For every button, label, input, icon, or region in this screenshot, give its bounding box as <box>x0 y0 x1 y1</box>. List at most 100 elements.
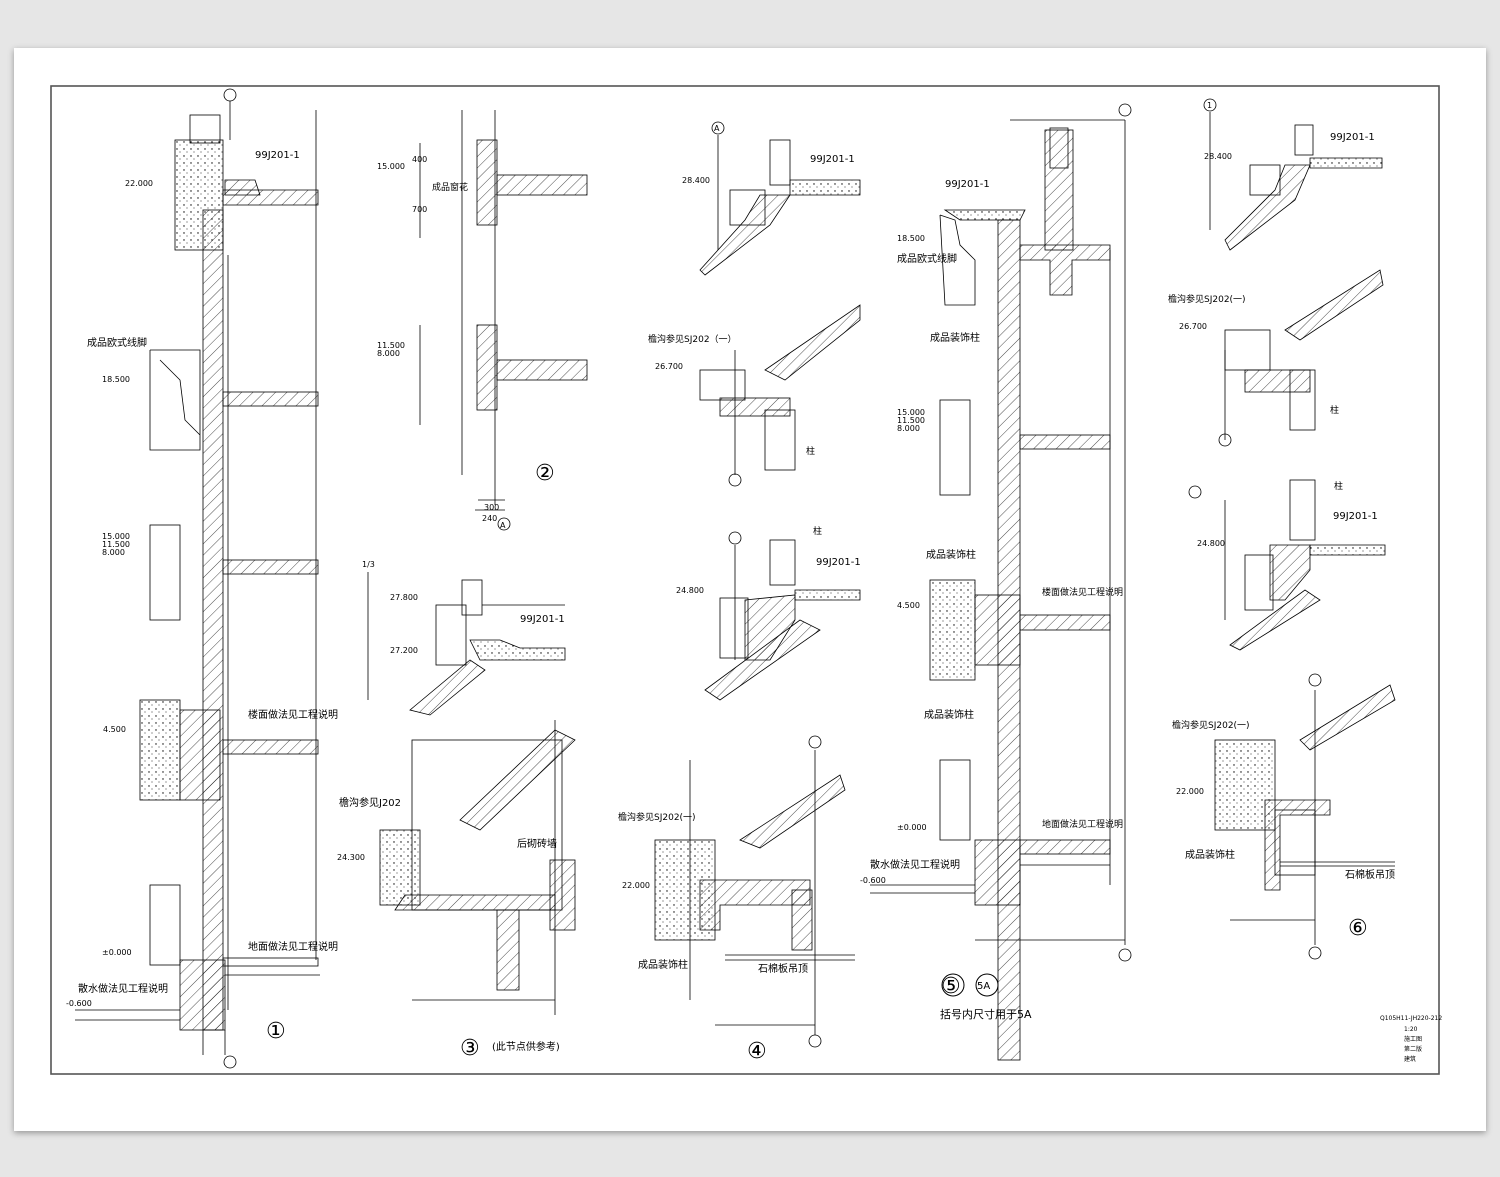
title-block-line: 建筑 <box>1404 1055 1416 1063</box>
note-label: 散水做法见工程说明 <box>870 858 960 871</box>
elevation-label: 15.000 <box>377 162 405 171</box>
detail-5-labels: 18.500 15.000 11.500 8.000 4.500 ±0.000 … <box>860 179 1123 1021</box>
detail-3 <box>367 572 576 1015</box>
elevation-label: 28.400 <box>1204 152 1232 161</box>
detail-2-labels: 15.000 11.500 8.000 成品窗花 400 700 300 240… <box>377 155 555 530</box>
title-block-line: 第二版 <box>1404 1045 1422 1053</box>
note-label: 柱 <box>1334 480 1343 492</box>
note-label: 檐沟参见SJ202(一) <box>1172 719 1250 731</box>
note-label: 成品装饰柱 <box>930 331 980 344</box>
elevation-label: 26.700 <box>1179 322 1207 331</box>
detail-5 <box>870 103 1132 1061</box>
detail-1 <box>75 88 320 1069</box>
drawing-frame <box>50 85 1440 1075</box>
note-label: 楼面做法见工程说明 <box>1042 586 1123 598</box>
note-label: 地面做法见工程说明 <box>1042 818 1123 830</box>
elevation-label: 11.500 <box>102 540 130 549</box>
note-label: 檐沟参见SJ202(一) <box>1168 293 1246 305</box>
standard-ref: 99J201-1 <box>1330 132 1375 143</box>
dimension-label: 300 <box>484 503 499 512</box>
note-label: 石棉板吊顶 <box>758 962 808 975</box>
elevation-label: 27.200 <box>390 646 418 655</box>
note-label: 成品窗花 <box>432 181 468 193</box>
standard-ref: 99J201-1 <box>810 154 855 165</box>
elevation-label: 22.000 <box>1176 787 1204 796</box>
dimension-label: 700 <box>412 205 427 214</box>
detail-number-alt: 5A <box>977 981 990 992</box>
note-label: 成品装饰柱 <box>1185 848 1235 861</box>
elevation-label: 24.800 <box>676 586 704 595</box>
detail-number: ② <box>535 461 555 486</box>
elevation-label: 28.400 <box>682 176 710 185</box>
standard-ref: 99J201-1 <box>945 179 990 190</box>
elevation-label: 4.500 <box>897 601 920 610</box>
note-label: 檐沟参见SJ202（一） <box>648 333 737 345</box>
note-label: 成品装饰柱 <box>638 958 688 971</box>
detail-4 <box>654 121 861 1048</box>
elevation-label: 27.800 <box>390 593 418 602</box>
detail-6 <box>1188 98 1396 960</box>
dimension-label: 400 <box>412 155 427 164</box>
title-block-line: 施工图 <box>1404 1035 1422 1043</box>
detail-1-labels: 22.000 18.500 15.000 11.500 8.000 4.500 … <box>66 150 338 1044</box>
detail-number-circle-alt <box>975 973 999 997</box>
axis-label: 1 <box>1207 101 1212 110</box>
note-label: 柱 <box>1330 404 1339 416</box>
note-label: 成品装饰柱 <box>926 548 976 561</box>
note-label: 檐沟参见SJ202(一) <box>618 811 696 823</box>
elevation-label: 8.000 <box>102 548 125 557</box>
elevation-label: ±0.000 <box>102 948 132 957</box>
note-label: 成品欧式线脚 <box>897 252 957 265</box>
note-label: 石棉板吊顶 <box>1345 868 1395 881</box>
elevation-label: 8.000 <box>377 349 400 358</box>
note-label: 柱 <box>813 525 822 537</box>
elevation-label: 11.500 <box>377 341 405 350</box>
dimension-label: 240 <box>482 514 497 523</box>
note-label: 柱 <box>806 445 815 457</box>
note-label: 后砌砖墙 <box>517 837 557 850</box>
axis-label: A <box>500 521 506 530</box>
detail-3-labels: 27.800 27.200 24.300 99J201-1 檐沟参见J202 后… <box>337 560 565 1061</box>
axis-label: 1/3 <box>362 560 375 569</box>
detail-caption: 括号内尺寸用于5A <box>940 1007 1032 1021</box>
detail-number: ① <box>266 1019 286 1044</box>
detail-4-labels: 28.400 26.700 24.800 22.000 99J201-1 99J… <box>618 124 861 1064</box>
detail-number: ⑥ <box>1348 916 1368 941</box>
detail-number: ⑤ <box>941 974 961 999</box>
standard-ref: 99J201-1 <box>520 614 565 625</box>
detail-number-circle <box>941 973 965 997</box>
elevation-label: ±0.000 <box>897 823 927 832</box>
elevation-label: 26.700 <box>655 362 683 371</box>
detail-6-labels: 28.400 26.700 24.800 22.000 99J201-1 99J… <box>1168 101 1395 941</box>
note-label: 楼面做法见工程说明 <box>248 708 338 721</box>
elevation-label: 4.500 <box>103 725 126 734</box>
elevation-label: 18.500 <box>897 234 925 243</box>
title-block-line: Q105H11-JH220-212 <box>1380 1015 1442 1022</box>
detail-number: ④ <box>747 1039 767 1064</box>
title-block: Q105H11-JH220-212 1:20 施工图 第二版 建筑 <box>1380 1015 1442 1063</box>
note-label: 地面做法见工程说明 <box>248 940 338 953</box>
elevation-label: 15.000 <box>102 532 130 541</box>
elevation-label: -0.600 <box>860 876 886 885</box>
elevation-label: 24.300 <box>337 853 365 862</box>
elevation-label: 8.000 <box>897 424 920 433</box>
elevation-label: 22.000 <box>125 179 153 188</box>
detail-2 <box>419 110 588 531</box>
elevation-label: 15.000 <box>897 408 925 417</box>
elevation-label: -0.600 <box>66 999 92 1008</box>
standard-ref: 99J201-1 <box>816 557 861 568</box>
elevation-label: 22.000 <box>622 881 650 890</box>
elevation-label: 24.800 <box>1197 539 1225 548</box>
note-label: 散水做法见工程说明 <box>78 982 168 995</box>
note-label: 成品欧式线脚 <box>87 336 147 349</box>
note-label: 成品装饰柱 <box>924 708 974 721</box>
detail-caption: (此节点供参考) <box>492 1040 560 1053</box>
axis-label: A <box>714 124 720 133</box>
standard-ref: 99J201-1 <box>255 150 300 161</box>
standard-ref: 99J201-1 <box>1333 511 1378 522</box>
note-label: 檐沟参见J202 <box>339 796 401 809</box>
elevation-label: 11.500 <box>897 416 925 425</box>
elevation-label: 18.500 <box>102 375 130 384</box>
title-block-line: 1:20 <box>1404 1026 1418 1033</box>
